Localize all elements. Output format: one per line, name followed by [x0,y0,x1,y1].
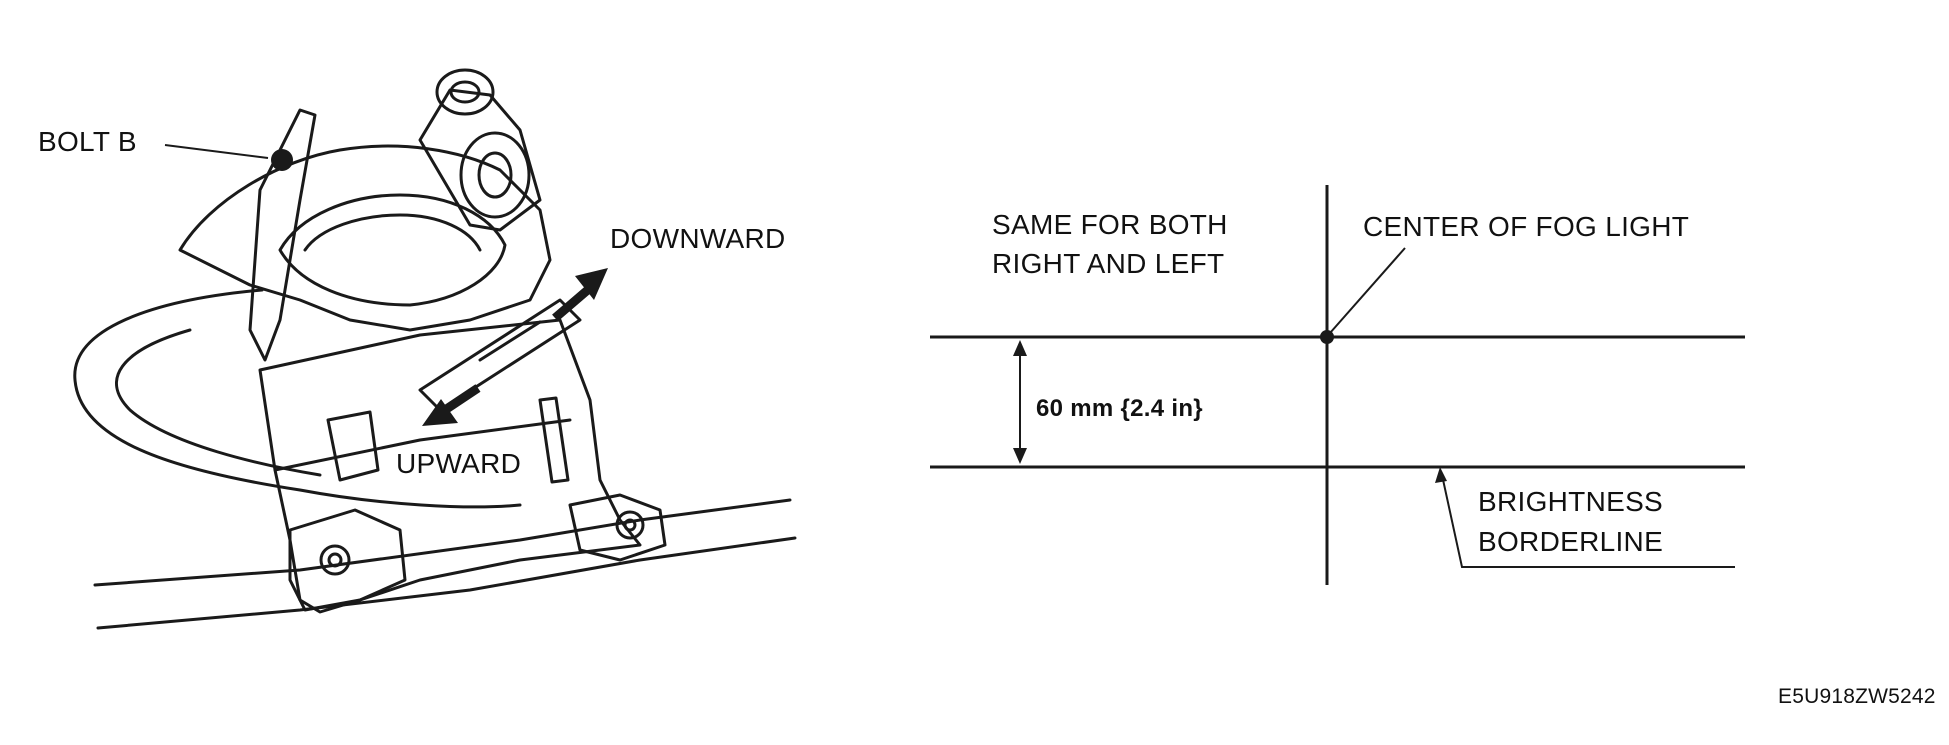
bracket-slot-right [538,396,570,484]
adjuster-body [418,88,542,232]
fog-light-illustration [73,68,797,630]
bracket-main [258,318,642,614]
aiming-rail-slot [478,320,542,362]
same-for-both-note-line2: RIGHT AND LEFT [992,248,1225,279]
mount-foot-right [568,493,667,562]
bolt-b-label: BOLT B [38,126,137,157]
distance-label: 60 mm {2.4 in} [1036,395,1203,422]
mount-hole-right-inner [623,518,637,532]
fog-light-center-dot [1320,330,1334,344]
bolt-leader-line [164,144,269,159]
downward-arrow [552,268,608,322]
bumper-curve-inner [115,328,322,477]
mount-hole-right [615,510,645,540]
distance-dimension [1013,340,1027,464]
adjuster-knob-inner [449,80,481,104]
lamp-lens [278,193,507,307]
center-of-fog-light-label: CENTER OF FOG LIGHT [1363,211,1690,242]
bracket-rib [273,418,572,472]
mount-hole-left-inner [327,552,343,568]
mount-foot-left [288,508,407,612]
downward-label: DOWNWARD [610,223,786,254]
bumper-curve [73,288,522,509]
aiming-rail [418,298,582,412]
adjuster-socket-inner [477,151,513,199]
figure-code: E5U918ZW5242 [1778,685,1936,708]
brightness-label: BRIGHTNESS [1478,486,1664,517]
mount-hole-left [319,544,351,576]
center-leader-line [1329,247,1406,334]
bracket-slot-left [326,410,380,482]
same-for-both-note-line1: SAME FOR BOTH [992,209,1228,240]
upward-arrow [422,384,481,426]
lamp-lens-inner [303,213,482,252]
adjuster-knob [435,68,495,116]
lower-panel-line-2 [96,536,797,630]
borderline-label: BORDERLINE [1478,526,1664,557]
lamp-housing [178,144,552,332]
bolt-arm [248,108,317,362]
bolt-b [271,149,293,171]
lower-panel-line [93,498,792,587]
upward-label: UPWARD [396,448,522,479]
adjuster-socket [459,131,531,219]
